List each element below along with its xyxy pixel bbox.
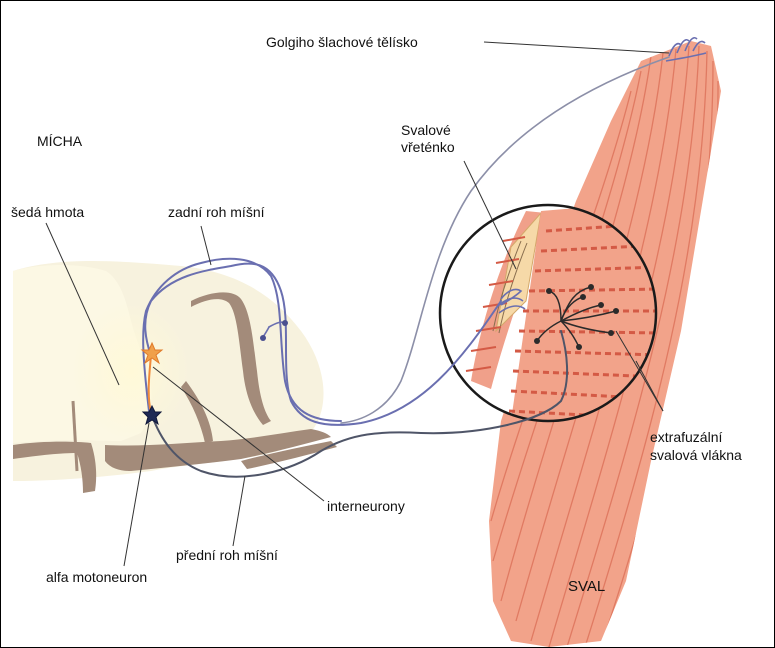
label-alpha-motoneuron: alfa motoneuron <box>46 569 147 586</box>
label-golgi-tendon-organ: Golgiho šlachové tělísko <box>266 34 418 51</box>
label-ventral-horn: přední roh míšní <box>176 547 278 564</box>
label-interneurons: interneurony <box>327 498 405 515</box>
label-dorsal-horn: zadní roh míšní <box>168 204 265 221</box>
label-muscle-spindle-line2: vřeténko <box>401 139 455 156</box>
label-muscle: SVAL <box>568 578 605 595</box>
label-extrafusal-line2: svalová vlákna <box>650 447 742 464</box>
spinal-cord <box>13 261 337 493</box>
label-grey-matter: šedá hmota <box>11 204 84 221</box>
label-muscle-spindle-line1: Svalové <box>401 122 451 139</box>
label-extrafusal-line1: extrafuzální <box>650 429 722 446</box>
label-spinal-cord: MÍCHA <box>37 133 82 150</box>
grey-matter-glow <box>71 301 191 441</box>
